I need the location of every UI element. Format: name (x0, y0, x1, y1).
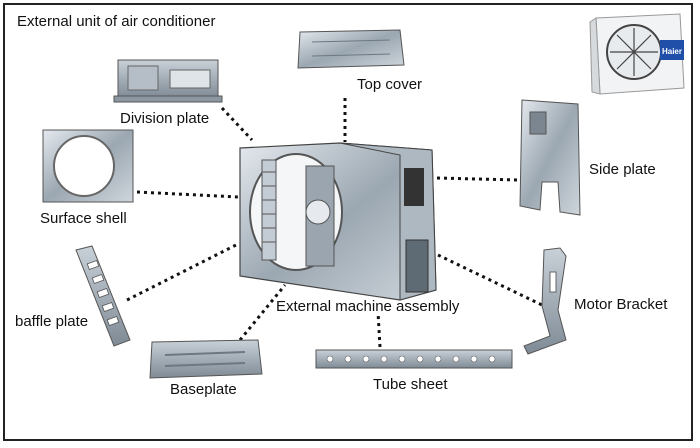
leader-division-plate (220, 106, 254, 142)
label-baseplate: Baseplate (170, 381, 237, 398)
label-external-machine-assembly: External machine assembly (276, 298, 460, 315)
motor-bracket-image (523, 247, 567, 355)
division-plate-image (113, 59, 223, 103)
external-machine-assembly-image (239, 142, 437, 301)
label-top-cover: Top cover (357, 76, 423, 93)
baffle-plate-image (75, 245, 131, 347)
label-motor-bracket: Motor Bracket (574, 296, 668, 313)
baseplate-image (149, 339, 263, 379)
tube-sheet-image (315, 349, 513, 369)
side-plate-image (519, 99, 581, 216)
leader-side-plate (436, 176, 519, 182)
leader-baseplate (238, 284, 287, 341)
label-division-plate: Division plate (120, 110, 210, 127)
top-cover-image (297, 29, 405, 69)
leader-baffle-plate (126, 242, 239, 302)
label-side-plate: Side plate (589, 161, 656, 178)
leader-tube-sheet (376, 311, 382, 348)
leader-lines (126, 98, 543, 348)
label-surface-shell: Surface shell (40, 210, 127, 227)
diagram-title: External unit of air conditioner (17, 13, 216, 30)
surface-shell-image (42, 129, 134, 203)
haier-unit-image: Haier (589, 13, 685, 95)
label-tube-sheet: Tube sheet (373, 376, 448, 393)
leader-motor-bracket (437, 253, 543, 307)
leader-surface-shell (136, 190, 239, 199)
haier-logo-text: Haier (662, 47, 682, 56)
label-baffle-plate: baffle plate (15, 313, 89, 330)
